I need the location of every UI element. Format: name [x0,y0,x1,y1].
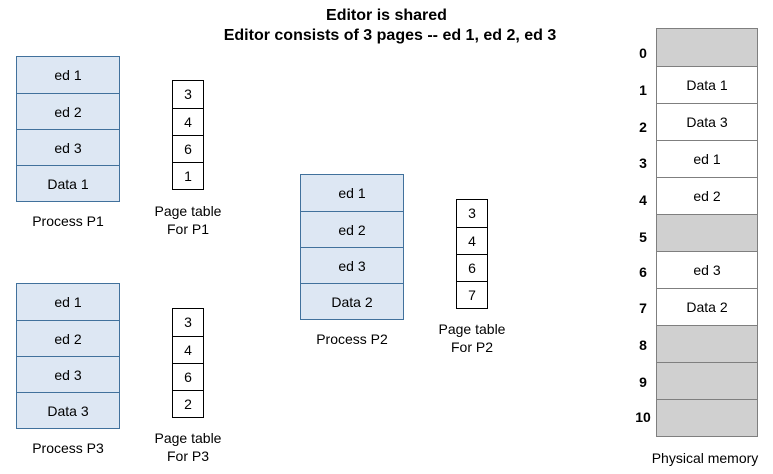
memory-frame [657,325,757,362]
page-table-entry: 6 [173,135,203,162]
memory-frame: ed 2 [657,177,757,214]
process-p3-page: ed 2 [17,320,119,356]
process-p2-page: Data 2 [301,283,403,319]
memory-frame [657,362,757,399]
page-table-p3-label: Page table For P3 [142,429,234,465]
page-table-entry: 3 [184,314,192,330]
frame-index: 0 [639,45,647,61]
frame-index: 1 [639,82,647,98]
process-p1-label: Process P1 [32,213,104,229]
memory-frame [657,399,757,436]
process-p1-page: ed 1 [17,57,119,93]
frame-index: 10 [635,409,651,425]
memory-frame [657,29,757,66]
diagram-subtitle: Editor consists of 3 pages -- ed 1, ed 2… [223,27,557,44]
process-p2-page: ed 3 [301,247,403,283]
page-table-p2-label: Page table For P2 [426,320,518,356]
process-p1-box: ed 1 ed 2 ed 3 Data 1 [16,56,120,202]
memory-frame: Data 2 [657,288,757,325]
process-p3-label: Process P3 [32,440,104,456]
page-table-p3-label-line1: Page table [154,430,222,446]
page-table-p3: 3 4 6 2 [172,308,204,418]
frame-index: 3 [639,155,647,171]
frame-index: 2 [639,119,647,135]
memory-frame: ed 3 [657,251,757,288]
process-p2-page: ed 2 [301,211,403,247]
page-table-p2: 3 4 6 7 [456,199,488,309]
memory-frame [657,214,757,251]
page-table-p2-label-line2: For P2 [450,339,493,355]
frame-index: 5 [639,229,647,245]
frame-index: 4 [639,192,647,208]
page-table-p1: 3 4 6 1 [172,80,204,190]
frame-index: 8 [639,337,647,353]
frame-index: 7 [639,300,647,316]
process-p3-page: ed 3 [17,356,119,392]
process-p1-page: Data 1 [17,165,119,201]
page-table-entry: 4 [173,108,203,135]
diagram-title: Editor is shared [326,7,447,24]
page-table-p1-label: Page table For P1 [142,202,234,238]
physical-memory: Data 1 Data 3 ed 1 ed 2 ed 3 Data 2 [656,28,758,437]
page-table-entry: 4 [457,227,487,254]
page-table-entry: 6 [173,363,203,390]
page-table-p1-label-line1: Page table [154,203,222,219]
page-table-p2-label-line1: Page table [438,321,506,337]
process-p3-page: ed 1 [17,284,119,320]
page-table-entry: 6 [457,254,487,281]
memory-frame: Data 1 [657,66,757,103]
process-p2-label: Process P2 [316,331,388,347]
page-table-p3-label-line2: For P3 [166,448,209,464]
page-table-entry: 7 [457,281,487,308]
process-p2-page: ed 1 [301,175,403,211]
memory-frame: Data 3 [657,103,757,140]
page-table-p1-label-line2: For P1 [166,221,209,237]
frame-index: 6 [639,264,647,280]
process-p3-box: ed 1 ed 2 ed 3 Data 3 [16,283,120,429]
process-p3-page: Data 3 [17,392,119,428]
page-table-entry: 3 [184,86,192,102]
page-table-entry: 1 [173,162,203,189]
page-table-entry: 4 [173,336,203,363]
process-p2-box: ed 1 ed 2 ed 3 Data 2 [300,174,404,320]
frame-index: 9 [639,374,647,390]
process-p1-page: ed 3 [17,129,119,165]
physical-memory-label: Physical memory [651,450,759,466]
page-table-entry: 2 [173,390,203,417]
page-table-entry: 3 [468,205,476,221]
process-p1-page: ed 2 [17,93,119,129]
memory-frame: ed 1 [657,140,757,177]
